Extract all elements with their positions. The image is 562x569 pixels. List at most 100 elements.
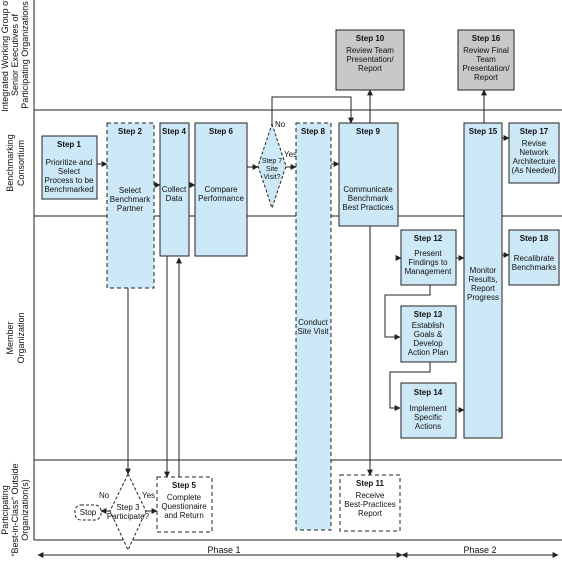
stop-terminal: Stop xyxy=(74,504,102,521)
step-7-line-1: Site xyxy=(266,166,278,173)
step-16: Step 16 Review Final Team Presentation/ … xyxy=(457,29,515,91)
step-18: Step 18 Recalibrate Benchmarks xyxy=(508,229,560,286)
step-13-line-4: Action Plan xyxy=(408,348,448,357)
step-10-title: Step 10 xyxy=(356,34,385,43)
step-15-line-1: Monitor xyxy=(470,266,497,275)
step-16-line-3: Presentation/ xyxy=(462,64,510,73)
step-13-line-3: Develop xyxy=(413,339,443,348)
step-4: Step 4 Collect Data xyxy=(159,122,190,257)
step-17-line-2: Network xyxy=(519,148,549,157)
step-17: Step 17 Revise Network Architecture (As … xyxy=(508,122,560,184)
step-10: Step 10 Review Team Presentation/ Report xyxy=(335,29,405,91)
step-1-title: Step 1 xyxy=(57,140,82,149)
step-9-line-1: Communicate xyxy=(343,185,393,194)
step-18-title: Step 18 xyxy=(520,234,549,243)
step-15-title: Step 15 xyxy=(469,127,498,136)
step-8: Step 8 Conduct Site Visit xyxy=(295,122,332,531)
step-5: Step 5 Complete Questionaire and Return xyxy=(156,476,213,533)
step-2: Step 2 Select Benchmark Partner xyxy=(106,122,155,289)
step-18-line-2: Benchmarks xyxy=(512,263,556,272)
step-12-line-1: Present xyxy=(414,249,442,258)
stop-label: Stop xyxy=(80,508,97,517)
step-3-no-label: No xyxy=(99,491,110,500)
step-6-line-1: Compare xyxy=(205,185,238,194)
step-10-line-3: Report xyxy=(358,64,383,73)
step-3-title: Step 3 xyxy=(116,503,140,512)
step-14-line-1: Implement xyxy=(409,404,447,413)
step-12-title: Step 12 xyxy=(414,234,443,243)
step-15: Step 15 Monitor Results, Report Progress xyxy=(463,122,503,439)
step-14: Step 14 Implement Specific Actions xyxy=(400,382,457,439)
step-3-line-1: Participate? xyxy=(107,512,150,521)
step-14-title: Step 14 xyxy=(414,388,443,397)
step-12-line-2: Findings to xyxy=(408,258,448,267)
phase-2-label: Phase 2 xyxy=(463,545,496,555)
step-14-line-2: Specific xyxy=(414,413,442,422)
step-17-title: Step 17 xyxy=(520,127,549,136)
step-12-line-3: Management xyxy=(405,267,452,276)
step-2-title: Step 2 xyxy=(118,127,143,136)
lane-label-outside: Participating “Best-in-Class” Outside Or… xyxy=(0,463,30,556)
step-3-decision: Step 3 Participate? xyxy=(107,472,150,552)
step-11-line-1: Receive xyxy=(356,491,385,500)
step-9: Step 9 Communicate Benchmark Best Practi… xyxy=(338,122,399,227)
step-1-line-1: Prioritize and xyxy=(46,158,93,167)
step-7-no-label: No xyxy=(275,120,286,129)
lane-label-executives-line-2: Senior Executives of xyxy=(10,13,20,96)
step-10-line-1: Review Team xyxy=(346,46,394,55)
lane-label-outside-line-1: Participating xyxy=(0,485,10,535)
step-8-line-1: Conduct xyxy=(298,318,329,327)
step-1-line-2: Select xyxy=(58,167,81,176)
lane-label-executives-line-3: Participating Organizations xyxy=(20,1,30,109)
step-15-line-3: Report xyxy=(471,284,496,293)
step-9-title: Step 9 xyxy=(356,127,381,136)
step-11: Step 11 Receive Best-Practices Report xyxy=(339,474,401,532)
step-14-line-3: Actions xyxy=(415,422,441,431)
lane-label-consortium: Benchmarking Consortium xyxy=(5,134,26,192)
step-6-title: Step 6 xyxy=(209,127,234,136)
step-18-line-1: Recalibrate xyxy=(514,254,555,263)
step-17-line-1: Revise xyxy=(522,139,547,148)
step-16-line-4: Report xyxy=(474,73,499,82)
lane-label-executives-line-1: Integrated Working Group of xyxy=(0,0,10,112)
step-13-line-2: Goals & xyxy=(414,330,443,339)
step-5-line-1: Complete xyxy=(167,493,202,502)
step-9-line-2: Benchmark xyxy=(348,194,389,203)
edge-s7-s9-no xyxy=(271,96,354,124)
step-6: Step 6 Compare Performance xyxy=(194,122,248,257)
step-7-title: Step 7 xyxy=(262,158,282,165)
lane-label-member-line-2: Organization xyxy=(16,312,26,363)
lane-label-outside-line-2: “Best-in-Class” Outside xyxy=(10,463,20,556)
step-8-title: Step 8 xyxy=(301,127,326,136)
step-13-title: Step 13 xyxy=(414,310,443,319)
step-2-line-1: Select xyxy=(119,186,142,195)
connectors xyxy=(97,89,510,514)
edge-s13-s14 xyxy=(389,362,431,411)
step-6-line-2: Performance xyxy=(198,194,244,203)
step-16-line-1: Review Final xyxy=(463,46,509,55)
step-1-line-4: Benchmarked xyxy=(44,185,93,194)
lane-label-outside-line-3: Organization(s) xyxy=(20,479,30,541)
step-7-yes-label: Yes xyxy=(284,150,297,159)
step-5-line-3: and Return xyxy=(164,511,204,520)
step-16-line-2: Team xyxy=(476,55,496,64)
step-11-line-3: Report xyxy=(358,509,383,518)
step-3-yes-label: Yes xyxy=(142,491,155,500)
lane-label-consortium-line-2: Consortium xyxy=(16,140,26,186)
step-5-title: Step 5 xyxy=(172,481,197,490)
step-13: Step 13 Establish Goals & Develop Action… xyxy=(400,305,457,363)
step-1-line-3: Process to be xyxy=(45,176,94,185)
step-12: Step 12 Present Findings to Management xyxy=(400,229,457,286)
step-8-line-2: Site Visit xyxy=(298,327,330,336)
phase-1-label: Phase 1 xyxy=(207,545,240,555)
step-17-line-4: (As Needed) xyxy=(512,166,557,175)
step-17-line-3: Architecture xyxy=(513,157,556,166)
lane-label-member: Member Organization xyxy=(5,312,26,363)
step-11-line-2: Best-Practices xyxy=(344,500,396,509)
step-2-line-3: Partner xyxy=(117,204,144,213)
step-15-line-4: Progress xyxy=(467,293,499,302)
lane-label-consortium-line-1: Benchmarking xyxy=(5,134,15,192)
step-11-title: Step 11 xyxy=(356,479,385,488)
step-2-line-2: Benchmark xyxy=(110,195,151,204)
